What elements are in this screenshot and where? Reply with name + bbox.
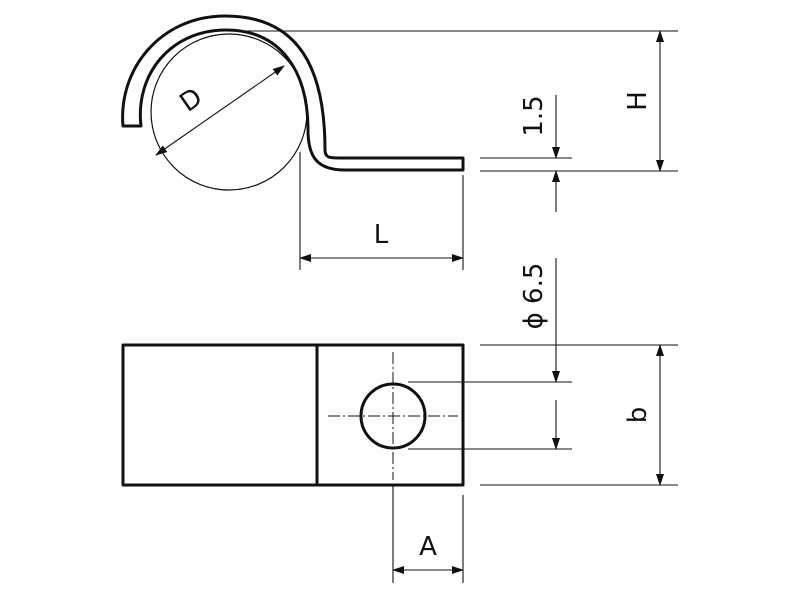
side-view: D H 1.5 L — [121, 14, 678, 270]
top-view: ϕ 6.5 b A — [121, 258, 678, 583]
diameter-label: D — [175, 82, 209, 118]
hole-diameter-label: ϕ 6.5 — [519, 263, 549, 330]
length-label: L — [374, 220, 389, 250]
cable-circle — [150, 33, 308, 191]
width-label: b — [623, 407, 653, 424]
height-label: H — [623, 91, 653, 111]
thickness-label: 1.5 — [519, 95, 549, 136]
clip-body-outline — [121, 343, 465, 487]
offset-label: A — [419, 532, 437, 562]
diameter-dimension-line — [155, 65, 285, 156]
clip-strap-outline — [121, 14, 465, 172]
